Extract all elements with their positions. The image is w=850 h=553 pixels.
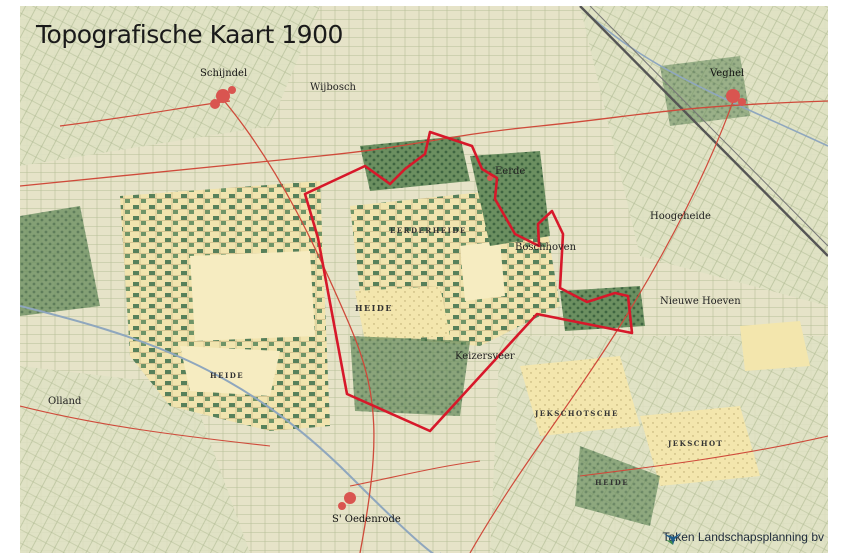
place-label-hoogeheide: Hoogeheide [650, 211, 711, 222]
place-label-jekschotsche: JEKSCHOTSCHE [535, 409, 619, 418]
place-label-heide-south: HEIDE [595, 478, 630, 487]
place-label-schijndel: Schijndel [200, 68, 248, 79]
place-label-jekschot: JEKSCHOT [668, 439, 724, 448]
map-canvas [20, 6, 828, 553]
landscape-bird-icon [663, 532, 682, 545]
place-label-olland: Olland [48, 396, 82, 407]
place-label-heide: HEIDE [355, 303, 393, 313]
place-label-keizersveer: Keizersveer [455, 351, 515, 362]
topographic-map[interactable]: Topografische Kaart 1900 Schijndel Veghe… [20, 6, 828, 553]
place-label-boschhoven: Boschhoven [515, 242, 577, 253]
place-label-nieuwe-hoeven: Nieuwe Hoeven [660, 296, 741, 307]
place-label-heide-west: HEIDE [210, 371, 245, 380]
place-label-eerde: Eerde [495, 166, 526, 177]
place-label-veghel: Veghel [710, 68, 745, 79]
credit: Taken Landschapsplanning bv [662, 530, 824, 545]
place-label-st-oedenrode: S' Oedenrode [332, 514, 401, 525]
place-label-eerderheide: EERDERHEIDE [390, 226, 467, 235]
place-label-wijbosch: Wijbosch [310, 82, 356, 93]
map-title: Topografische Kaart 1900 [36, 20, 343, 49]
study-area-boundary [303, 130, 634, 433]
credit-text: Taken Landschapsplanning bv [662, 530, 824, 544]
